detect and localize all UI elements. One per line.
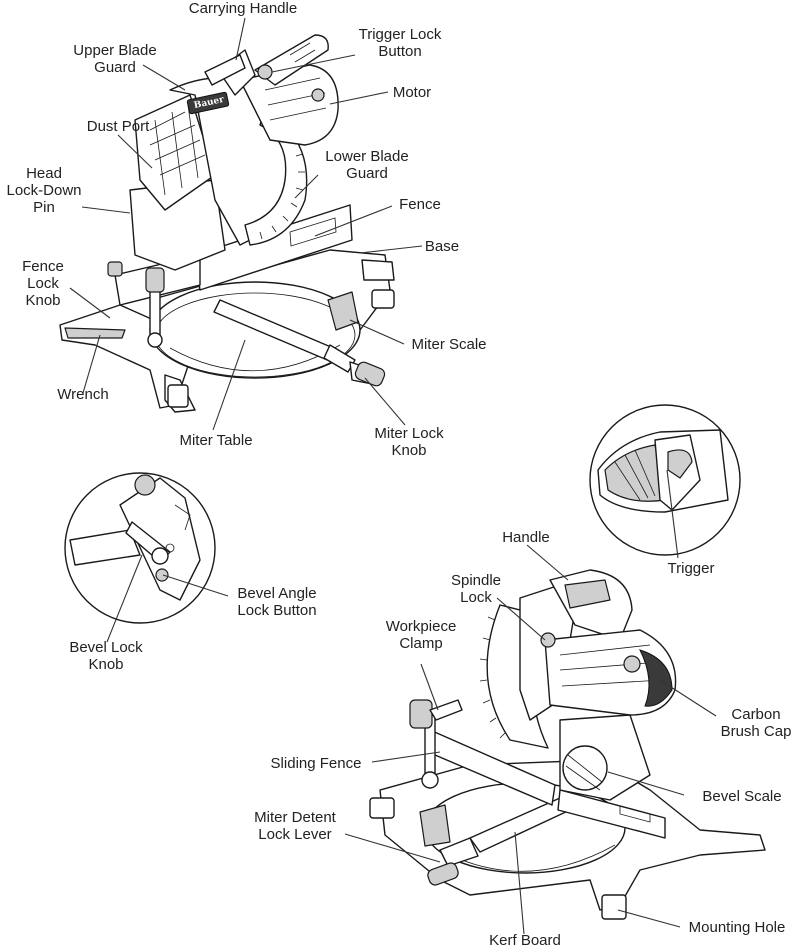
- label-handle: Handle: [502, 529, 550, 546]
- label-miter-detent-lock-lever: Miter Detent Lock Lever: [254, 809, 336, 843]
- label-trigger-lock-button: Trigger Lock Button: [358, 26, 442, 60]
- label-fence: Fence: [399, 196, 441, 213]
- label-bevel-scale: Bevel Scale: [702, 788, 782, 805]
- label-bevel-angle-lock-button: Bevel Angle Lock Button: [237, 585, 317, 619]
- label-motor: Motor: [392, 84, 432, 101]
- label-bevel-lock-knob: Bevel Lock Knob: [69, 639, 143, 673]
- label-carbon-brush-cap: Carbon Brush Cap: [720, 706, 792, 740]
- label-fence-lock-knob: Fence Lock Knob: [22, 258, 64, 309]
- label-lower-blade-guard: Lower Blade Guard: [325, 148, 409, 182]
- label-trigger: Trigger: [667, 560, 715, 577]
- label-workpiece-clamp: Workpiece Clamp: [385, 618, 457, 652]
- label-miter-table: Miter Table: [179, 432, 253, 449]
- label-sliding-fence: Sliding Fence: [270, 755, 362, 772]
- leader-lines: [69, 17, 717, 935]
- trigger-inset: [589, 404, 741, 556]
- label-carrying-handle: Carrying Handle: [188, 0, 298, 17]
- label-kerf-board: Kerf Board: [489, 932, 561, 949]
- label-head-lock-down-pin: Head Lock-Down Pin: [6, 165, 82, 216]
- label-miter-lock-knob: Miter Lock Knob: [374, 425, 444, 459]
- label-spindle-lock: Spindle Lock: [450, 572, 502, 606]
- top-saw-illustration: [59, 34, 395, 413]
- label-dust-port: Dust Port: [86, 118, 150, 135]
- label-upper-blade-guard: Upper Blade Guard: [73, 42, 157, 76]
- bottom-saw-illustration: [369, 569, 766, 920]
- label-wrench: Wrench: [57, 386, 109, 403]
- label-mounting-hole: Mounting Hole: [688, 919, 786, 936]
- label-miter-scale: Miter Scale: [411, 336, 487, 353]
- bevel-inset: [64, 472, 216, 624]
- label-base: Base: [424, 238, 460, 255]
